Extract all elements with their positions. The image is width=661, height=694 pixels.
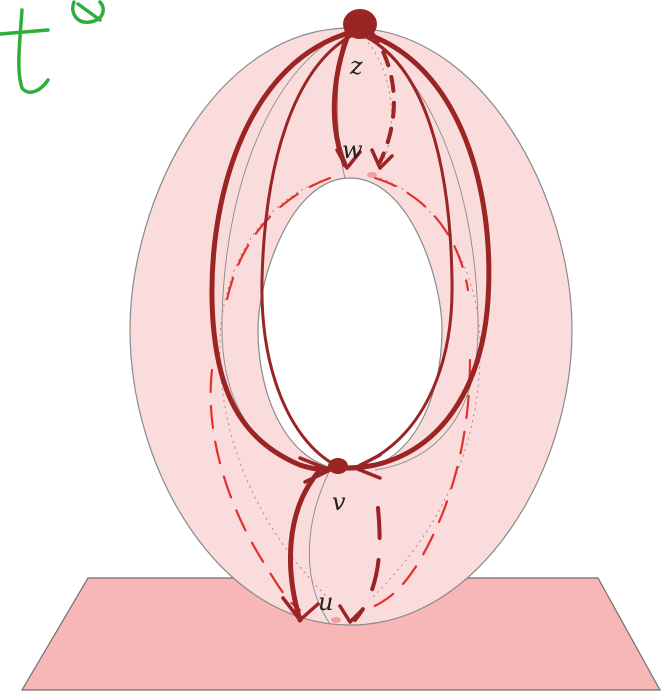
vertex-u-dot bbox=[331, 617, 341, 623]
vertex-z-dot bbox=[343, 9, 377, 39]
label-u: u bbox=[318, 588, 333, 616]
label-z: z bbox=[349, 52, 363, 80]
handwritten-mark bbox=[0, 2, 103, 92]
torus-surface bbox=[130, 28, 572, 625]
vertex-v-dot bbox=[328, 458, 348, 474]
vertex-w-dot bbox=[367, 172, 377, 178]
label-w: w bbox=[342, 136, 363, 164]
label-v: v bbox=[332, 488, 346, 516]
